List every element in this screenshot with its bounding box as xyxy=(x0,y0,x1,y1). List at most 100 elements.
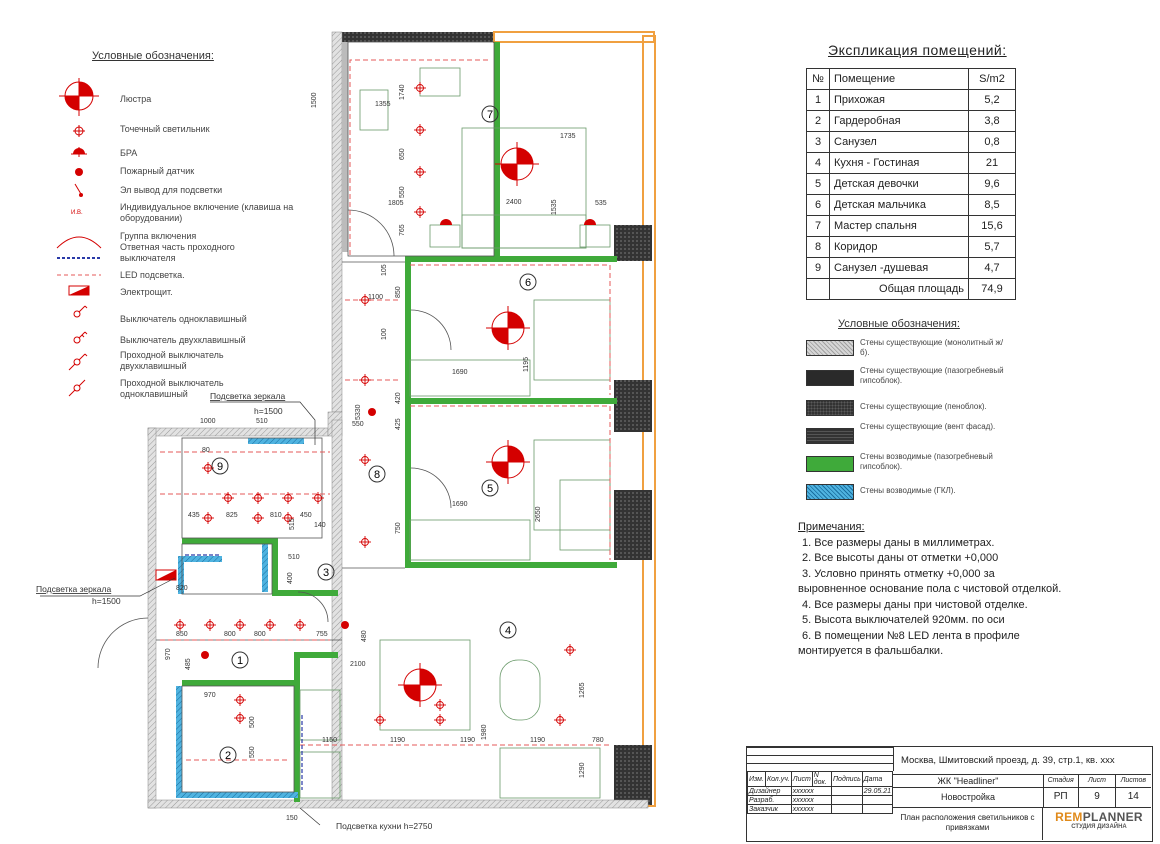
svg-text:100: 100 xyxy=(381,328,388,340)
switch-double-icon xyxy=(73,331,88,344)
swatch-gypsum xyxy=(806,370,854,386)
legend-spotlight: Точечный светильник xyxy=(120,124,210,134)
swatch-monolith xyxy=(806,340,854,356)
svg-text:820: 820 xyxy=(176,585,188,592)
legend-pass-single: Проходной выключатель одноклавишный xyxy=(120,378,224,399)
svg-text:2400: 2400 xyxy=(506,199,522,206)
svg-text:1100: 1100 xyxy=(368,294,383,301)
svg-text:1805: 1805 xyxy=(388,200,404,207)
plan-spotlights xyxy=(174,82,576,726)
notes-block: Примечания: 1. Все размеры даны в миллим… xyxy=(798,520,1098,660)
legend-title: Условные обозначения: xyxy=(92,50,214,62)
room-1: 1 xyxy=(237,655,243,667)
room-8: 8 xyxy=(374,469,380,481)
svg-text:150: 150 xyxy=(286,815,298,822)
note-3: 3. Условно принять отметку +0,000 за xyxy=(802,567,995,580)
note-6-cont: монтируется в фальшбалки. xyxy=(798,645,944,657)
svg-text:780: 780 xyxy=(592,737,604,744)
legend-group: Группа включения xyxy=(120,231,197,241)
callout-mirror-left: Подсветка зеркала xyxy=(36,584,111,594)
room-2: 2 xyxy=(225,750,231,762)
svg-text:1535: 1535 xyxy=(551,199,558,215)
logo-main: REMPLANNER xyxy=(1055,810,1143,824)
svg-text:800: 800 xyxy=(254,631,266,638)
svg-text:970: 970 xyxy=(204,692,216,699)
table-header-row: № Помещение S/m2 xyxy=(806,68,1016,90)
note-1: 1. Все размеры даны в миллиметрах. xyxy=(802,536,995,549)
svg-text:1190: 1190 xyxy=(460,737,475,744)
svg-text:80: 80 xyxy=(202,447,210,454)
chandelier-icon xyxy=(59,78,99,116)
svg-text:105: 105 xyxy=(381,264,388,276)
svg-text:435: 435 xyxy=(188,512,200,519)
legend-outlet: Эл вывод для подсветки xyxy=(120,185,223,195)
legend-switch-double: Выключатель двухклавишный xyxy=(120,335,246,345)
svg-text:550: 550 xyxy=(399,186,406,198)
logo-sub: СТУДИЯ ДИЗАЙНА xyxy=(1071,824,1127,830)
svg-text:485: 485 xyxy=(185,658,192,670)
svg-text:400: 400 xyxy=(287,572,294,584)
svg-text:1190: 1190 xyxy=(390,737,405,744)
svg-text:1740: 1740 xyxy=(399,84,406,100)
svg-text:1735: 1735 xyxy=(560,133,576,140)
room-3: 3 xyxy=(323,567,329,579)
pass-switch-single-icon xyxy=(68,379,86,397)
svg-text:1190: 1190 xyxy=(530,737,545,744)
svg-text:510: 510 xyxy=(256,418,268,425)
room-5: 5 xyxy=(487,483,493,495)
note-4: 4. Все размеры даны при чистовой отделке… xyxy=(802,598,1028,611)
svg-text:1290: 1290 xyxy=(579,762,586,778)
dimension-labels: 1500 1355 1740 1735 650 2400 1535 535 18… xyxy=(165,84,607,822)
floor-plan: 1 2 3 4 5 6 7 8 9 1500 1355 1740 1735 65… xyxy=(36,31,656,831)
legend-switch-single: Выключатель одноклавишный xyxy=(120,314,247,324)
svg-text:420: 420 xyxy=(395,392,402,404)
legend-led: LED подсветка. xyxy=(120,270,185,280)
svg-text:480: 480 xyxy=(361,630,368,642)
note-2: 2. Все высоты даны от отметки +0,000 xyxy=(802,552,999,564)
svg-text:515: 515 xyxy=(289,518,296,530)
svg-text:1150: 1150 xyxy=(322,737,337,744)
svg-text:850: 850 xyxy=(176,631,188,638)
individual-switch-icon: И.В. xyxy=(71,210,83,216)
svg-text:2100: 2100 xyxy=(350,661,366,668)
callout-mirror-top: Подсветка зеркала xyxy=(210,391,285,401)
svg-text:1690: 1690 xyxy=(452,501,468,508)
power-outlet-icon xyxy=(74,183,83,197)
note-6: 6. В помещении №8 LED лента в профиле xyxy=(802,629,1020,642)
svg-text:765: 765 xyxy=(399,224,406,236)
switch-single-icon xyxy=(73,305,88,318)
swatch-new-gypsum xyxy=(806,456,854,472)
plan-sconces xyxy=(440,219,596,225)
svg-text:825: 825 xyxy=(226,512,238,519)
stage-values: РП 9 14 xyxy=(1043,787,1151,808)
chandelier-icon xyxy=(486,440,530,484)
stage-value: РП xyxy=(1043,787,1080,807)
svg-text:750: 750 xyxy=(395,522,402,534)
legend-individual: Индивидуальное включение (клавиша на обо… xyxy=(120,202,294,223)
address: Москва, Шмитовский проезд, д. 39, стр.1,… xyxy=(893,747,1151,775)
svg-text:550: 550 xyxy=(352,421,364,428)
sheets-total-value: 14 xyxy=(1127,791,1139,802)
legend-sconce: БРА xyxy=(120,148,138,158)
svg-text:550: 550 xyxy=(249,746,256,758)
svg-text:755: 755 xyxy=(316,631,328,638)
callout-mirror-left-h: h=1500 xyxy=(92,596,121,606)
legend-panel: Электрощит. xyxy=(120,287,173,297)
explication-title: Экспликация помещений: xyxy=(828,42,1007,58)
svg-text:1265: 1265 xyxy=(579,682,586,698)
swatch-gkl xyxy=(806,484,854,500)
svg-text:1355: 1355 xyxy=(375,101,391,108)
svg-text:970: 970 xyxy=(165,648,172,660)
svg-text:1195: 1195 xyxy=(523,357,530,372)
chandelier-icon xyxy=(495,142,539,186)
note-5: 5. Высота выключателей 920мм. по оси xyxy=(802,614,1005,626)
svg-text:2650: 2650 xyxy=(535,506,542,522)
legend-pass-double: Проходной выключатель двухклавишный xyxy=(120,350,224,371)
building-type: Новостройка xyxy=(893,787,1044,808)
project-name: ЖК "Headliner" xyxy=(893,775,1044,788)
spotlight-icon xyxy=(73,125,85,137)
